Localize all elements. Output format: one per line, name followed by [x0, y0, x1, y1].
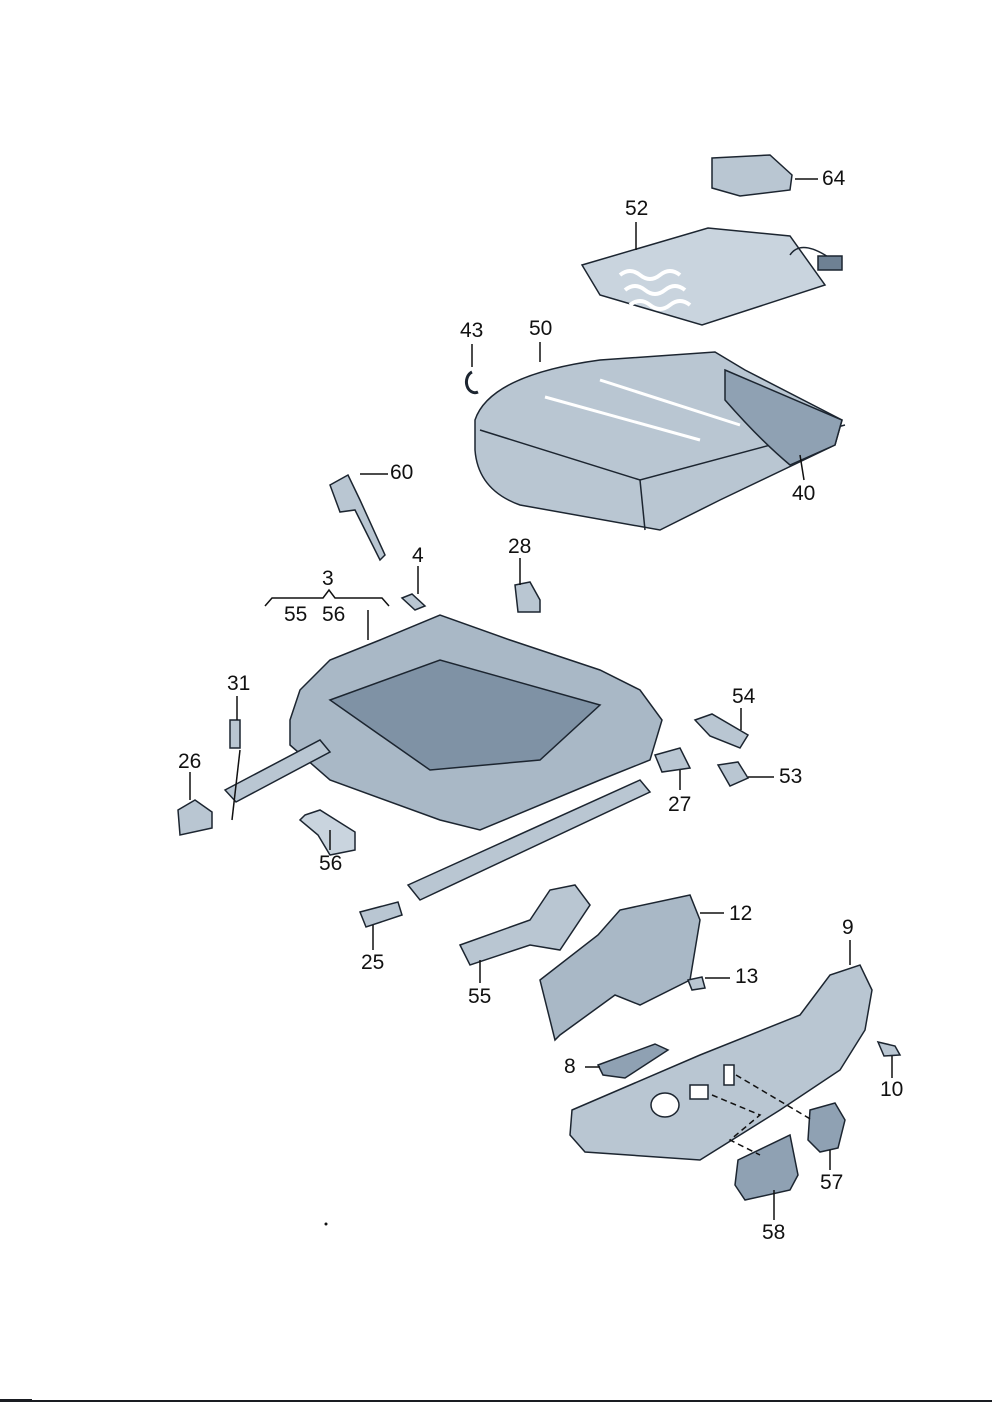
- part-4-bolt: [400, 593, 427, 611]
- part-26-cap: [177, 799, 213, 836]
- callout-50: 50: [529, 317, 553, 340]
- callout-52: 52: [625, 197, 649, 220]
- callout-12: 12: [729, 902, 753, 925]
- callout-56: 56: [319, 852, 343, 875]
- callout-10: 10: [880, 1078, 904, 1101]
- part-10-clip: [876, 1040, 902, 1057]
- callout-55: 55: [468, 985, 492, 1008]
- callout-56-group: 56: [322, 603, 346, 626]
- part-54-cover: [693, 713, 750, 749]
- part-25-cap: [358, 901, 403, 928]
- part-43-clip: [464, 370, 479, 395]
- part-56-motor: [298, 809, 356, 856]
- part-57-switch: [807, 1102, 846, 1153]
- part-27-cap: [653, 747, 692, 773]
- part-60-buckle: [329, 473, 386, 562]
- part-58-switch: [734, 1133, 799, 1201]
- callout-57: 57: [820, 1171, 844, 1194]
- part-9-side-trim: [569, 964, 873, 1161]
- callout-4: 4: [412, 544, 424, 567]
- rail-right: [406, 779, 652, 901]
- callout-9: 9: [842, 916, 854, 939]
- callout-40: 40: [792, 482, 816, 505]
- callout-3: 3: [322, 567, 334, 590]
- bottom-rule: [0, 1399, 992, 1402]
- part-28-clip: [514, 581, 541, 613]
- callout-55-group: 55: [284, 603, 308, 626]
- callout-54: 54: [732, 685, 756, 708]
- callout-13: 13: [735, 965, 759, 988]
- part-13-screw: [686, 976, 706, 991]
- callout-25: 25: [361, 951, 385, 974]
- callout-58: 58: [762, 1221, 786, 1244]
- part-40-cover: [724, 368, 843, 466]
- rail-left: [223, 739, 332, 803]
- part-53-plug: [716, 761, 750, 787]
- callout-53: 53: [779, 765, 803, 788]
- part-52-heater-mat: [580, 227, 827, 326]
- callout-28: 28: [508, 535, 532, 558]
- part-8-trim: [596, 1043, 670, 1079]
- part-55-motor: [458, 884, 591, 966]
- callout-27: 27: [668, 793, 692, 816]
- part-64-bracket: [711, 154, 793, 197]
- callout-26: 26: [178, 750, 202, 773]
- callout-43: 43: [460, 319, 484, 342]
- callout-31: 31: [227, 672, 251, 695]
- callout-60: 60: [390, 461, 414, 484]
- part-31-bolt: [229, 719, 241, 749]
- callout-64: 64: [822, 167, 846, 190]
- callout-8: 8: [564, 1055, 576, 1078]
